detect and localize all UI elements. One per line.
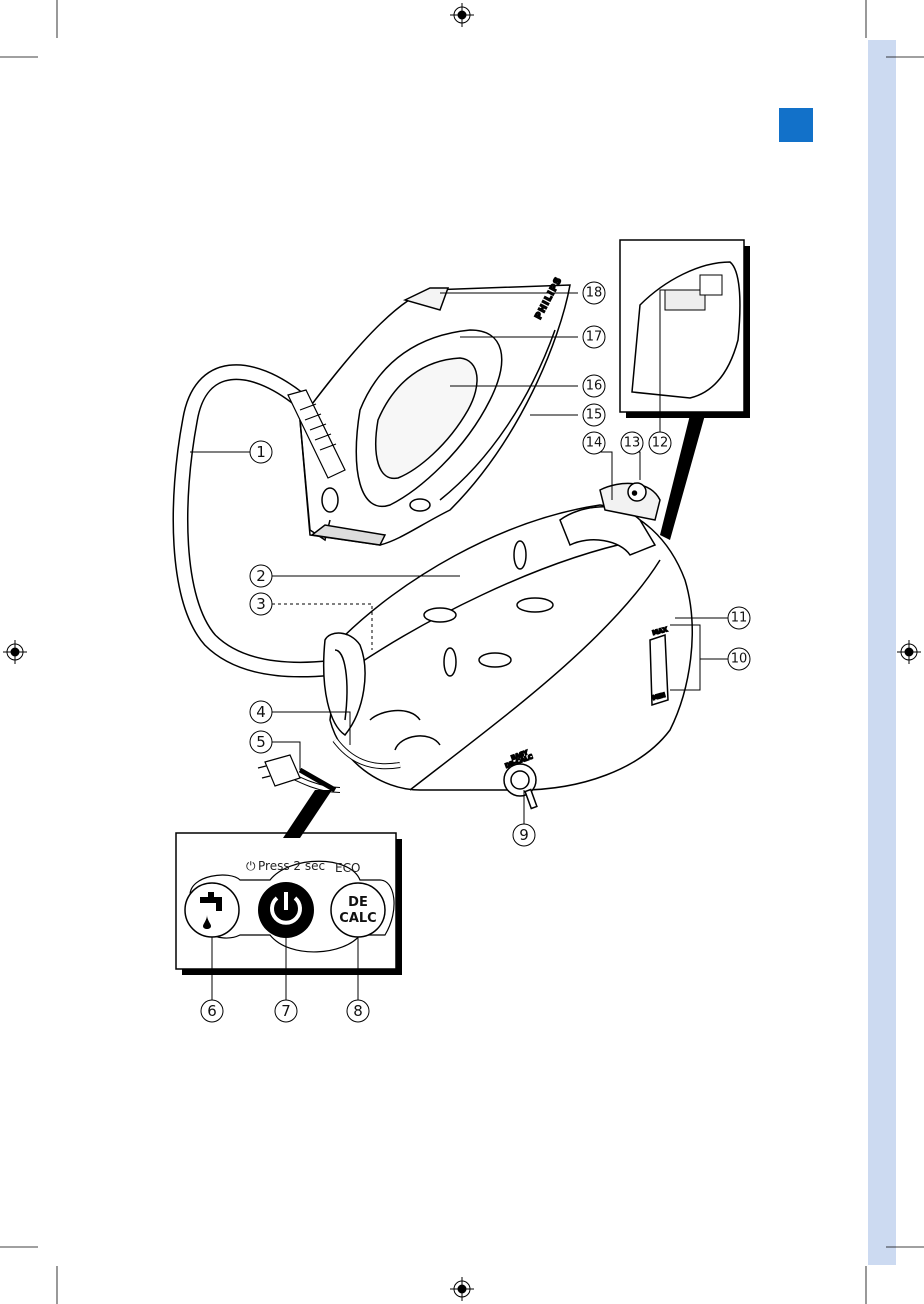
- decalc-button[interactable]: DE CALC: [331, 883, 385, 937]
- callout-15: 15: [583, 404, 605, 426]
- svg-text:17: 17: [586, 330, 603, 345]
- registration-mark-icon: [450, 1277, 474, 1301]
- callout-3: 3: [250, 593, 272, 615]
- power-symbol-label: ⏻: [246, 859, 256, 873]
- callout-17: 17: [583, 326, 605, 348]
- callout-5: 5: [250, 731, 272, 753]
- svg-text:9: 9: [519, 826, 529, 844]
- svg-text:7: 7: [281, 1002, 291, 1020]
- release-button-symbol: ⊕: [632, 490, 637, 497]
- svg-text:1: 1: [256, 443, 266, 461]
- decalc-label-line1: DE: [348, 895, 368, 910]
- svg-text:15: 15: [586, 408, 603, 423]
- control-panel-pointer: [283, 790, 332, 838]
- callout-10: 10: [728, 648, 750, 670]
- svg-text:13: 13: [624, 436, 641, 451]
- registration-mark-icon: [897, 640, 921, 664]
- svg-text:6: 6: [207, 1002, 217, 1020]
- callout-1: 1: [250, 441, 272, 463]
- callout-13: 13: [621, 432, 643, 454]
- svg-text:2: 2: [256, 567, 266, 585]
- svg-text:11: 11: [731, 611, 748, 626]
- svg-text:16: 16: [586, 379, 603, 394]
- callout-7: 7: [275, 1000, 297, 1022]
- power-on-off-button[interactable]: [258, 882, 314, 938]
- water-tap-button[interactable]: [185, 883, 239, 937]
- steam-iron: PHILIPS: [300, 276, 570, 545]
- callout-11: 11: [728, 607, 750, 629]
- svg-text:12: 12: [652, 436, 669, 451]
- press-2-sec-label: Press 2 sec: [258, 859, 325, 873]
- decalc-label-line2: CALC: [339, 911, 376, 926]
- callout-18: 18: [583, 282, 605, 304]
- callout-9: 9: [513, 824, 535, 846]
- detail-inset-iron-lock: [620, 240, 750, 418]
- svg-text:4: 4: [256, 703, 266, 721]
- callout-8: 8: [347, 1000, 369, 1022]
- registration-mark-icon: [3, 640, 27, 664]
- svg-text:8: 8: [353, 1002, 363, 1020]
- svg-text:10: 10: [731, 652, 748, 667]
- svg-text:14: 14: [586, 436, 603, 451]
- registration-mark-icon: [450, 3, 474, 27]
- callout-2: 2: [250, 565, 272, 587]
- callout-14: 14: [583, 432, 605, 454]
- svg-text:5: 5: [256, 733, 266, 751]
- svg-text:3: 3: [256, 595, 266, 613]
- callout-12: 12: [649, 432, 671, 454]
- eco-label: ECO: [335, 861, 360, 875]
- plug-icon: [258, 755, 335, 790]
- callout-6: 6: [201, 1000, 223, 1022]
- callout-16: 16: [583, 375, 605, 397]
- svg-text:18: 18: [586, 286, 603, 301]
- callout-4: 4: [250, 701, 272, 723]
